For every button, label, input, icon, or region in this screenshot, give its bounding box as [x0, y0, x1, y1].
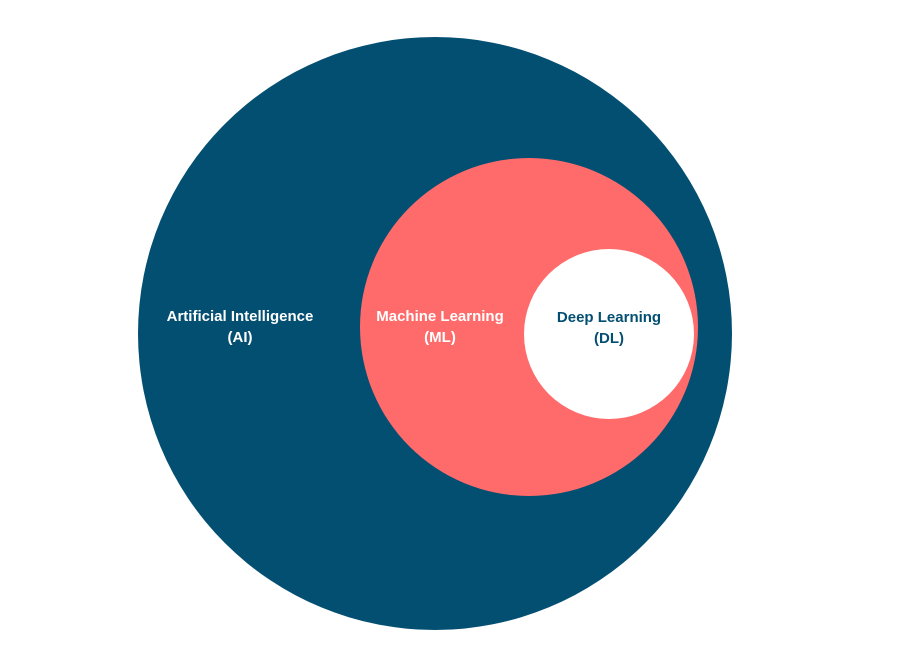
dl-label: Deep Learning (DL)	[557, 307, 661, 349]
ai-label: Artificial Intelligence (AI)	[167, 306, 314, 348]
dl-label-abbr: (DL)	[594, 330, 624, 347]
ml-label-abbr: (ML)	[424, 329, 456, 346]
ml-label-name: Machine Learning	[376, 308, 504, 325]
ml-label: Machine Learning (ML)	[376, 306, 504, 348]
ai-label-name: Artificial Intelligence	[166, 308, 314, 325]
dl-circle	[524, 249, 694, 419]
ai-label-abbr: (AI)	[227, 329, 253, 346]
dl-label-name: Deep Learning	[556, 309, 662, 326]
